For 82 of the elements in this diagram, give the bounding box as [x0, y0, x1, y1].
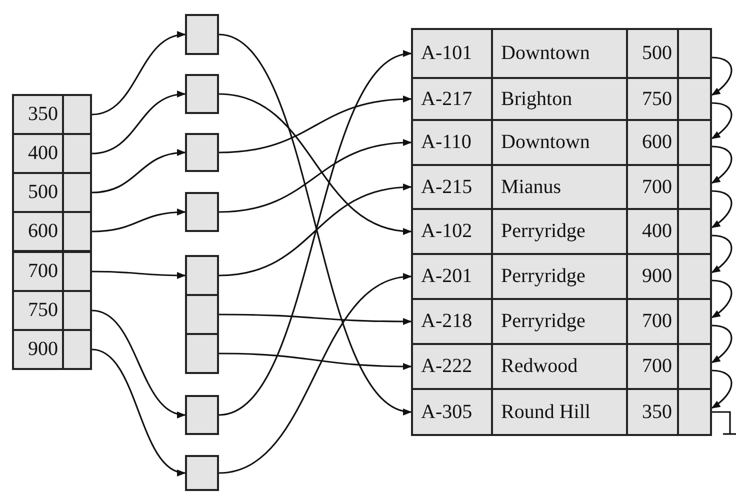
index-entry	[12, 94, 92, 135]
pointer-arrow	[711, 146, 732, 184]
record-row	[411, 253, 712, 300]
record-row	[411, 28, 712, 79]
pointer-bucket	[185, 455, 219, 491]
key-value: 600	[28, 220, 58, 243]
pointer-arrow	[219, 314, 412, 326]
index-entry	[12, 172, 92, 213]
pointer-arrow	[218, 184, 412, 276]
pointer-arrow	[219, 352, 412, 370]
pointer-arrow	[711, 56, 732, 96]
branch-name: Perryridge	[501, 310, 586, 333]
balance-value: 750	[642, 88, 672, 110]
pointer-arrow	[218, 93, 412, 234]
branch-name: Brighton	[501, 88, 572, 110]
record-row	[411, 77, 712, 121]
record-row	[411, 164, 712, 210]
account-number: A-110	[421, 131, 472, 154]
balance-value: 600	[642, 131, 672, 154]
pointer-arrow	[92, 270, 186, 280]
branch-name: Perryridge	[501, 265, 586, 288]
pointer-arrow	[92, 32, 186, 116]
branch-name: Perryridge	[501, 220, 586, 243]
pointer-arrow	[92, 310, 186, 417]
pointer-arrow	[92, 150, 186, 194]
branch-name: Mianus	[501, 176, 561, 198]
index-entry	[12, 329, 92, 370]
pointer-arrow	[92, 91, 186, 154]
balance-value: 700	[642, 310, 672, 333]
pointer-arrow	[711, 370, 732, 409]
pointer-bucket	[185, 14, 219, 55]
pointer-bucket	[185, 192, 219, 232]
account-number: A-101	[421, 42, 472, 65]
pointer-bucket	[185, 133, 219, 172]
index-entry	[12, 290, 92, 331]
pointer-arrow	[711, 280, 732, 318]
index-entry	[12, 133, 92, 174]
balance-value: 500	[642, 42, 672, 65]
balance-value: 400	[642, 220, 672, 243]
pointer-arrow	[711, 102, 732, 140]
key-value: 400	[28, 142, 58, 165]
account-number: A-102	[421, 220, 472, 243]
record-row	[411, 298, 712, 345]
account-number: A-305	[421, 400, 472, 424]
pointer-arrow	[218, 274, 412, 474]
record-row	[411, 343, 712, 390]
pointer-arrow	[218, 139, 412, 213]
balance-value: 700	[642, 176, 672, 198]
pointer-arrow	[711, 234, 732, 274]
key-value: 350	[28, 103, 58, 126]
record-row	[411, 388, 712, 436]
record-row	[411, 119, 712, 166]
pointer-bucket	[185, 333, 219, 374]
branch-name: Downtown	[501, 42, 590, 65]
account-number: A-218	[421, 310, 472, 333]
null-pointer-line	[712, 411, 731, 434]
account-number: A-215	[421, 176, 472, 198]
pointer-bucket	[185, 74, 219, 114]
account-number: A-217	[421, 88, 472, 110]
pointer-bucket	[185, 395, 219, 435]
pointer-arrow	[92, 208, 186, 232]
account-number: A-201	[421, 265, 472, 288]
branch-name: Downtown	[501, 131, 590, 154]
index-entry	[12, 251, 92, 292]
pointer-bucket	[185, 294, 219, 335]
pointer-arrow	[711, 190, 732, 228]
account-number: A-222	[421, 355, 472, 378]
pointer-bucket	[185, 255, 219, 296]
balance-value: 900	[642, 265, 672, 288]
pointer-arrow	[92, 348, 186, 475]
pointer-arrow	[711, 324, 732, 364]
balance-value: 700	[642, 355, 672, 378]
pointer-arrow	[218, 96, 412, 154]
key-value: 500	[28, 181, 58, 204]
record-row	[411, 208, 712, 255]
key-value: 900	[28, 338, 58, 361]
index-entry	[12, 211, 92, 252]
key-value: 750	[28, 299, 58, 322]
key-value: 700	[28, 260, 58, 283]
balance-value: 350	[642, 400, 672, 424]
branch-name: Redwood	[501, 355, 578, 378]
branch-name: Round Hill	[501, 400, 590, 424]
